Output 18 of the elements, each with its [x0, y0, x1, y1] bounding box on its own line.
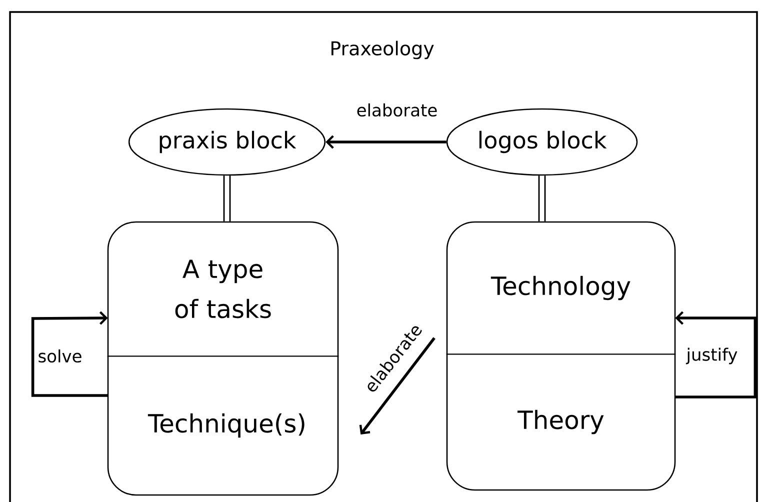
ellipse-node: logos block [446, 108, 638, 176]
section-label: A type of tasks [175, 260, 271, 318]
edge-label: justify [685, 346, 739, 366]
edge-label: elaborate [355, 102, 439, 118]
arrow [359, 337, 436, 434]
section-label: Theory [518, 410, 604, 434]
ellipse-node: praxis block [128, 108, 326, 176]
double-line [223, 174, 231, 222]
double-line [538, 174, 546, 222]
section-label: Technique(s) [148, 413, 304, 438]
loop-arrow [31, 311, 108, 397]
title: Praxeology [332, 40, 434, 60]
edge-label: solve [36, 348, 84, 364]
arrow [326, 135, 446, 149]
rounded-box [107, 221, 339, 496]
section-label: Technology [490, 276, 630, 300]
rounded-box [446, 221, 676, 491]
loop-arrow [675, 311, 757, 398]
